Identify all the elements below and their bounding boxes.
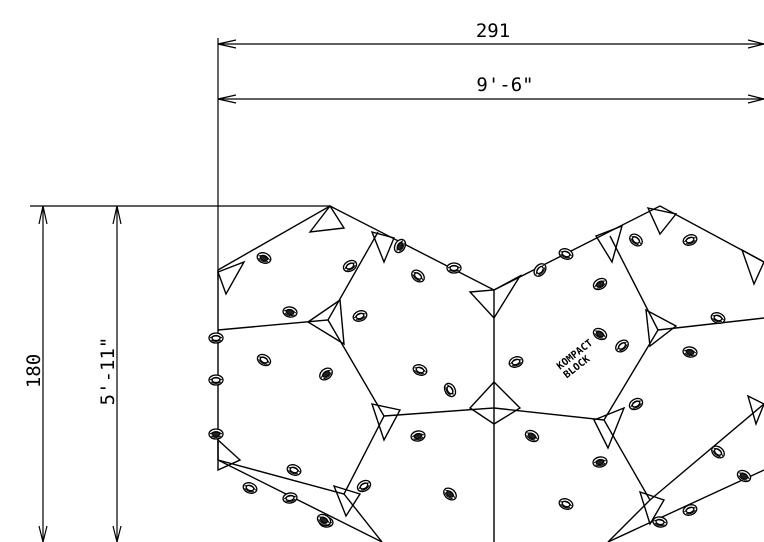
- width-ft-label: 9'-6": [476, 74, 533, 96]
- volume-triangle: [370, 230, 395, 264]
- width-cm-label: 291: [476, 20, 510, 42]
- seam-left-3: [343, 493, 383, 542]
- volume-triangle: [593, 406, 626, 450]
- climbing-hold: [282, 306, 298, 318]
- climbing-hold: [524, 429, 540, 443]
- wall-panels: [217, 205, 764, 542]
- climbing-hold: [356, 479, 372, 493]
- climbing-hold: [592, 277, 608, 291]
- climbing-hold: [615, 339, 629, 353]
- climbing-hold: [682, 346, 698, 358]
- volume-triangle: [370, 403, 402, 442]
- climbing-holds: [208, 233, 752, 528]
- volume-triangle: [746, 394, 764, 427]
- climbing-hold: [652, 516, 668, 528]
- climbing-hold: [242, 482, 258, 494]
- climbing-hold: [443, 487, 457, 501]
- climbing-hold: [443, 382, 457, 398]
- volume-triangle: [638, 490, 666, 526]
- climbing-hold: [533, 263, 547, 277]
- height-dimension: 180 5'-11": [23, 205, 330, 542]
- triangle-volumes: [217, 204, 764, 526]
- wall-bottom-left-edge: [217, 459, 383, 542]
- seam-right-4: [649, 403, 764, 501]
- climbing-hold: [711, 445, 725, 459]
- seam-left-2: [217, 319, 385, 495]
- arrow-right-ft: [747, 94, 764, 104]
- volume-triangle: [645, 308, 678, 348]
- climbing-hold: [256, 353, 272, 367]
- seam-right-1: [493, 235, 659, 421]
- climbing-hold: [316, 513, 332, 527]
- volume-triangle: [646, 207, 678, 236]
- climbing-hold: [592, 327, 608, 341]
- climbing-hold: [286, 464, 302, 476]
- arrow-left-cm: [217, 39, 237, 49]
- wall-top-edge: [217, 205, 764, 291]
- height-ft-label: 5'-11": [97, 337, 119, 406]
- climbing-hold: [208, 428, 224, 440]
- climbing-hold: [628, 397, 644, 411]
- arrow-right-cm: [747, 39, 764, 49]
- climbing-hold: [393, 238, 407, 254]
- climbing-hold: [282, 492, 298, 504]
- climbing-hold: [508, 356, 524, 368]
- climbing-hold: [208, 374, 224, 386]
- arrow-top-cm: [38, 205, 48, 225]
- climbing-hold: [558, 498, 574, 510]
- volume-triangle: [308, 204, 346, 233]
- climbing-hold: [710, 312, 726, 324]
- arrow-left-ft: [217, 94, 237, 104]
- climbing-hold: [352, 310, 368, 322]
- climbing-hold: [412, 364, 428, 376]
- climbing-hold: [342, 259, 358, 273]
- volume-triangle: [594, 224, 624, 264]
- arrow-bottom-cm: [38, 525, 48, 542]
- climbing-hold: [736, 469, 752, 483]
- height-cm-label: 180: [23, 354, 45, 388]
- arrow-bottom-ft: [112, 525, 122, 542]
- volume-triangle: [740, 248, 764, 286]
- seam-right-2: [657, 317, 764, 331]
- climbing-hold: [682, 234, 698, 246]
- volume-triangle: [468, 274, 522, 320]
- volume-triangle: [217, 260, 246, 296]
- climbing-hold: [256, 252, 272, 264]
- volume-triangle: [217, 438, 242, 472]
- kompact-block-logo: KOMPACT BLOCK: [555, 338, 595, 381]
- climbing-hold: [319, 367, 333, 381]
- climbing-hold: [558, 248, 574, 260]
- seam-right-3: [603, 419, 651, 542]
- volume-triangle: [332, 484, 362, 518]
- volume-triangle: [468, 380, 522, 425]
- width-dimension: 291 9'-6": [217, 20, 764, 280]
- climbing-hold: [629, 233, 643, 247]
- climbing-hold: [411, 269, 425, 283]
- climbing-hold: [208, 332, 224, 344]
- seam-center-upper: [383, 290, 495, 417]
- climbing-hold: [410, 430, 426, 442]
- volume-triangle: [306, 298, 345, 346]
- climbing-hold: [592, 456, 608, 468]
- climbing-hold: [446, 262, 462, 274]
- climbing-hold: [682, 504, 698, 516]
- arrow-top-ft: [112, 205, 122, 225]
